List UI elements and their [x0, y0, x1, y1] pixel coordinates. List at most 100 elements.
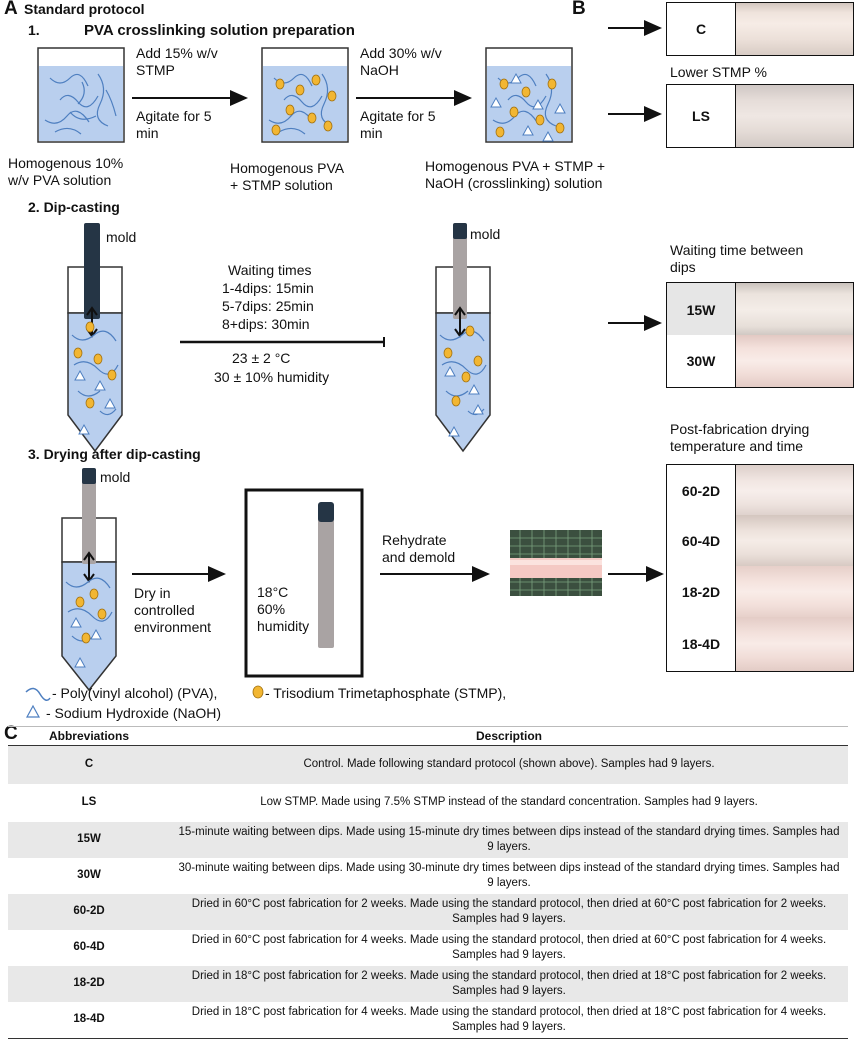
row-code: 15W: [8, 821, 170, 858]
beaker-pva-stmp-naoh: [485, 47, 573, 143]
waiting-line-3: 8+dips: 30min: [222, 316, 310, 332]
sample-photo: [736, 335, 853, 387]
sample-ls: LS: [666, 84, 854, 148]
panel-b-arrows: [608, 20, 662, 331]
beaker1-label: Homogenous 10% w/v PVA solution: [8, 155, 124, 188]
row-code: 18-4D: [8, 1001, 170, 1039]
sample-18-4d: 18-4D: [666, 617, 854, 672]
sample-c: C: [666, 2, 854, 56]
abbreviations-table: Abbreviations Description C Control. Mad…: [8, 726, 848, 1039]
row-description: Low STMP. Made using 7.5% STMP instead o…: [260, 796, 758, 808]
sample-photo: [736, 3, 853, 55]
waiting-line-1: 1-4dips: 15min: [222, 280, 314, 296]
mold-label-right: mold: [470, 226, 501, 242]
drying-tube: [61, 468, 117, 692]
waiting-time-label: Waiting time between dips: [670, 242, 804, 275]
drying-bracket-arrow: [608, 566, 664, 582]
table-row: 30W 30-minute waiting between dips. Made…: [8, 858, 848, 894]
row-code: LS: [81, 796, 97, 808]
sample-photo: [736, 617, 853, 671]
row-code: 30W: [77, 869, 101, 881]
dry-arrow-label: Dry in controlled environment: [134, 585, 212, 635]
step2-title: 2. Dip-casting: [28, 199, 120, 215]
step1-diagram: [37, 47, 573, 143]
row-description: Control. Made following standard protoco…: [170, 745, 848, 784]
row-description: Dried in 60°C post fabrication for 4 wee…: [191, 933, 827, 961]
waiting-times-title: Waiting times: [228, 262, 312, 278]
demolded-sample-photo: [510, 530, 602, 596]
drying-label: Post-fabrication drying temperature and …: [670, 421, 810, 454]
row-description: 30-minute waiting between dips. Made usi…: [178, 861, 840, 889]
row-code: 60-2D: [8, 893, 170, 930]
step3-title: 3. Drying after dip-casting: [28, 446, 201, 462]
dip-tube-right: [435, 223, 491, 453]
row-code: 18-2D: [8, 965, 170, 1002]
dip-tube-left: [67, 223, 123, 453]
sample-18-2d: 18-2D: [666, 566, 854, 619]
waiting-line-2: 5-7dips: 25min: [222, 298, 314, 314]
sample-photo: [736, 515, 853, 567]
lower-stmp-label: Lower STMP %: [670, 64, 767, 80]
beaker-pva-stmp: [261, 47, 349, 143]
table-row: LS Low STMP. Made using 7.5% STMP instea…: [8, 784, 848, 822]
arrow2-top-label: Add 30% w/v NaOH: [360, 45, 442, 78]
mold-label-left: mold: [106, 229, 137, 245]
table-row: 60-4D Dried in 60°C post fabrication for…: [8, 930, 848, 966]
row-description: Dried in 18°C post fabrication for 4 wee…: [170, 1001, 848, 1039]
legend-naoh: - Sodium Hydroxide (NaOH): [46, 705, 222, 721]
header-abbreviations: Abbreviations: [8, 726, 170, 746]
step1-title: PVA crosslinking solution preparation: [84, 22, 355, 39]
row-description: Dried in 60°C post fabrication for 2 wee…: [170, 893, 848, 930]
beaker2-label: Homogenous PVA + STMP solution: [230, 160, 345, 193]
legend-pva: - Poly(vinyl alcohol) (PVA),: [52, 685, 218, 701]
panel-a-letter: A: [4, 0, 18, 19]
step1-number: 1.: [28, 22, 40, 38]
legend-symbols: [25, 685, 264, 718]
naoh-triangle-icon: [25, 704, 41, 718]
sample-code: 18-2D: [667, 566, 736, 618]
pva-line-icon: [25, 687, 51, 701]
stmp-dot-icon: [252, 685, 264, 699]
row-description: Dried in 18°C post fabrication for 2 wee…: [170, 965, 848, 1002]
panel-b-letter: B: [572, 0, 586, 19]
header-description: Description: [170, 726, 848, 746]
sample-code: 60-4D: [667, 515, 736, 567]
beaker3-label: Homogenous PVA + STMP + NaOH (crosslinki…: [425, 158, 606, 191]
sample-photo: [736, 566, 853, 618]
legend-stmp: - Trisodium Trimetaphosphate (STMP),: [265, 685, 507, 701]
sample-photo: [736, 465, 853, 517]
sample-30w: 30W: [666, 335, 854, 388]
table-row: 60-2D Dried in 60°C post fabrication for…: [8, 893, 848, 930]
sample-code: C: [667, 3, 736, 55]
standard-protocol-title: Standard protocol: [24, 1, 145, 17]
row-code: 60-4D: [73, 941, 105, 953]
step3-diagram: [61, 468, 640, 692]
arrow1-bottom-label: Agitate for 5 min: [136, 108, 212, 141]
sample-15w: 15W: [666, 282, 854, 338]
rehydrate-label: Rehydrate and demold: [382, 532, 456, 565]
table-row: 18-2D Dried in 18°C post fabrication for…: [8, 965, 848, 1002]
table-row: 18-4D Dried in 18°C post fabrication for…: [8, 1001, 848, 1039]
arrow1-top-label: Add 15% w/v STMP: [136, 45, 218, 78]
sample-code: 15W: [667, 283, 736, 337]
condition-humidity: 30 ± 10% humidity: [214, 369, 330, 385]
sample-code: 18-4D: [667, 617, 736, 671]
arrow2-bottom-label: Agitate for 5 min: [360, 108, 436, 141]
sample-photo: [736, 283, 853, 337]
mold-label-step3: mold: [100, 469, 131, 485]
step2-diagram: [67, 223, 491, 453]
table-header-row: Abbreviations Description: [8, 726, 848, 746]
sample-code: 60-2D: [667, 465, 736, 517]
beaker-pva: [37, 47, 125, 143]
table-row: 15W 15-minute waiting between dips. Made…: [8, 821, 848, 858]
sample-code: LS: [667, 85, 736, 147]
sample-photo: [736, 85, 853, 147]
row-code: C: [8, 745, 170, 784]
sample-code: 30W: [667, 335, 736, 387]
sample-60-4d: 60-4D: [666, 515, 854, 568]
chamber-conditions: 18°C 60% humidity: [257, 584, 310, 634]
table-row: C Control. Made following standard proto…: [8, 745, 848, 784]
row-description: 15-minute waiting between dips. Made usi…: [170, 821, 848, 858]
sample-60-2d: 60-2D: [666, 464, 854, 518]
condition-temperature: 23 ± 2 °C: [232, 350, 291, 366]
